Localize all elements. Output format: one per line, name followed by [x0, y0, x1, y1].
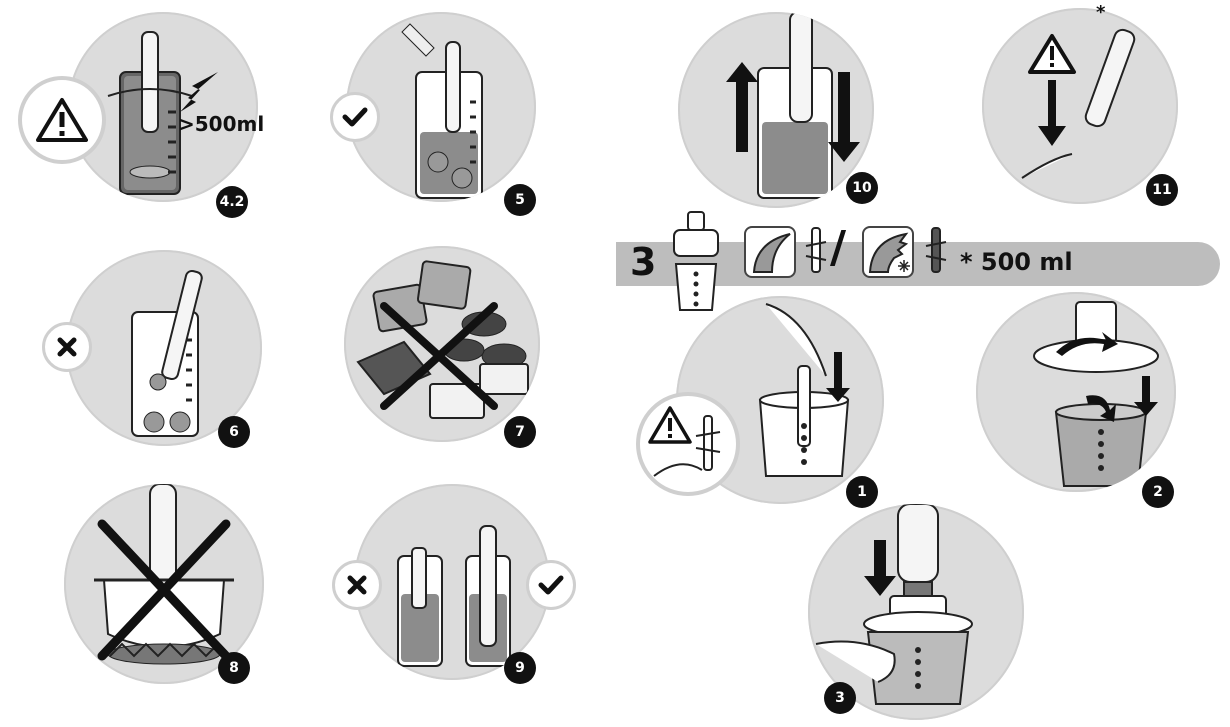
detach-blade-illustration	[1021, 28, 1136, 179]
step-number: 6	[218, 416, 250, 448]
up-down-blending-illustration	[726, 12, 860, 199]
step-number: 11	[1146, 174, 1178, 206]
step-number: 8	[218, 652, 250, 684]
step-number: 9	[504, 652, 536, 684]
asterisk-label: *	[1096, 2, 1106, 23]
check-badge	[330, 92, 380, 142]
cross-badge	[42, 322, 92, 372]
cross-icon	[57, 337, 77, 357]
beaker-blender-illustration	[107, 31, 218, 195]
step-number: 10	[846, 172, 878, 204]
over-500ml-label: >500ml	[178, 112, 265, 136]
step-7-panel	[344, 246, 540, 442]
warning-badge	[18, 76, 106, 164]
ingredients-in-beaker-illustration	[401, 23, 483, 199]
step-number: 4.2	[216, 186, 248, 218]
step-number: 1	[846, 476, 878, 508]
chopping-blade-icon	[744, 226, 796, 278]
step-number: 2	[1142, 476, 1174, 508]
slash-separator: /	[830, 222, 847, 273]
step-6-panel	[66, 250, 262, 446]
ice-blade-attachment-icon	[924, 226, 948, 276]
step-5-panel	[346, 12, 536, 202]
stovetop-pot-crossed-illustration	[94, 484, 234, 665]
blade-attachment-icon	[804, 226, 828, 276]
check-icon	[538, 575, 564, 595]
step-8-panel	[64, 484, 264, 684]
section-number: 3	[630, 240, 657, 284]
empty-beaker-blending-illustration	[131, 269, 203, 437]
blade-caution-illustration	[648, 406, 721, 477]
chopper-step-2-panel	[976, 292, 1176, 492]
step-number: 3	[824, 682, 856, 714]
add-food-and-lid-illustration	[1033, 301, 1159, 487]
step-11-panel	[982, 8, 1178, 204]
correct-blender-immersion-illustration	[397, 525, 511, 667]
cross-badge	[332, 560, 382, 610]
ice-crushing-blade-icon	[862, 226, 914, 278]
step-10-panel	[678, 12, 874, 208]
capacity-label: * 500 ml	[960, 248, 1073, 276]
step-9-panel	[354, 484, 550, 680]
warning-inset	[636, 392, 740, 496]
check-icon	[342, 107, 368, 127]
step-number: 5	[504, 184, 536, 216]
cross-icon	[347, 575, 367, 595]
snowflake-icon	[868, 232, 910, 273]
check-badge	[526, 560, 576, 610]
step-number: 7	[504, 416, 536, 448]
attach-motor-and-chop-illustration	[815, 504, 973, 705]
chopper-bowl-icon	[668, 210, 724, 314]
warning-icon	[36, 98, 88, 142]
insert-blade-illustration	[758, 303, 850, 477]
hard-foods-crossed-illustration	[356, 260, 529, 419]
